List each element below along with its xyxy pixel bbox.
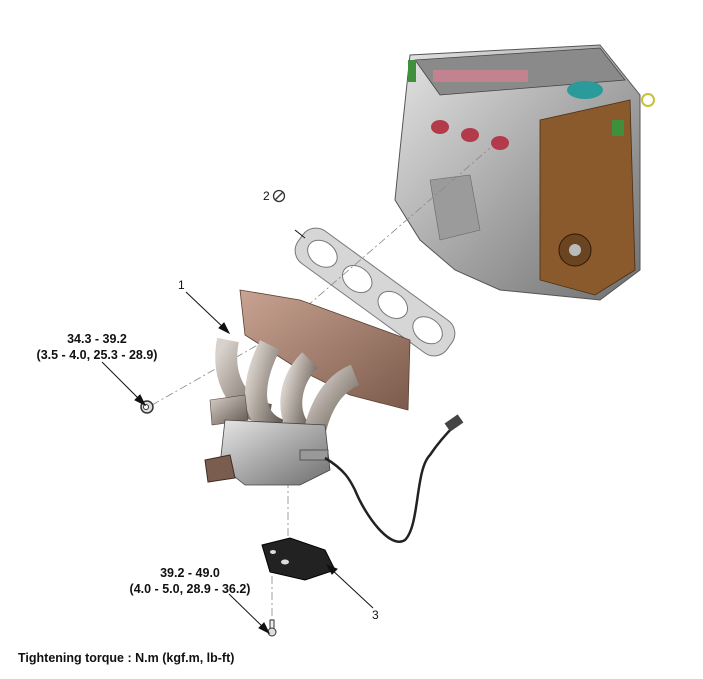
engine-block (394, 44, 655, 301)
gasket (294, 227, 456, 357)
no-reuse-icon (272, 189, 286, 203)
catalytic-converter (204, 419, 331, 486)
oxygen-sensor-connector (444, 414, 464, 432)
torque-spec-bolt: 39.2 - 49.0 (4.0 - 5.0, 28.9 - 36.2) (115, 565, 265, 597)
torque-alt-units: (4.0 - 5.0, 28.9 - 36.2) (129, 582, 251, 596)
torque-units-note: Tightening torque : N.m (kgf.m, lb-ft) (18, 651, 235, 665)
torque-spec-nut: 34.3 - 39.2 (3.5 - 4.0, 25.3 - 28.9) (22, 331, 172, 363)
torque-nm: 39.2 - 49.0 (160, 566, 220, 580)
torque-nm: 34.3 - 39.2 (67, 332, 127, 346)
leader-arrows (101, 229, 374, 635)
callout-1-label: 1 (178, 278, 185, 292)
heat-protector (261, 537, 336, 581)
exhaust-manifold (209, 289, 411, 441)
oxygen-sensor-wire (324, 424, 456, 543)
callout-3-label: 3 (372, 608, 379, 622)
callout-2-label: 2 (263, 189, 270, 203)
torque-alt-units: (3.5 - 4.0, 25.3 - 28.9) (36, 348, 158, 362)
